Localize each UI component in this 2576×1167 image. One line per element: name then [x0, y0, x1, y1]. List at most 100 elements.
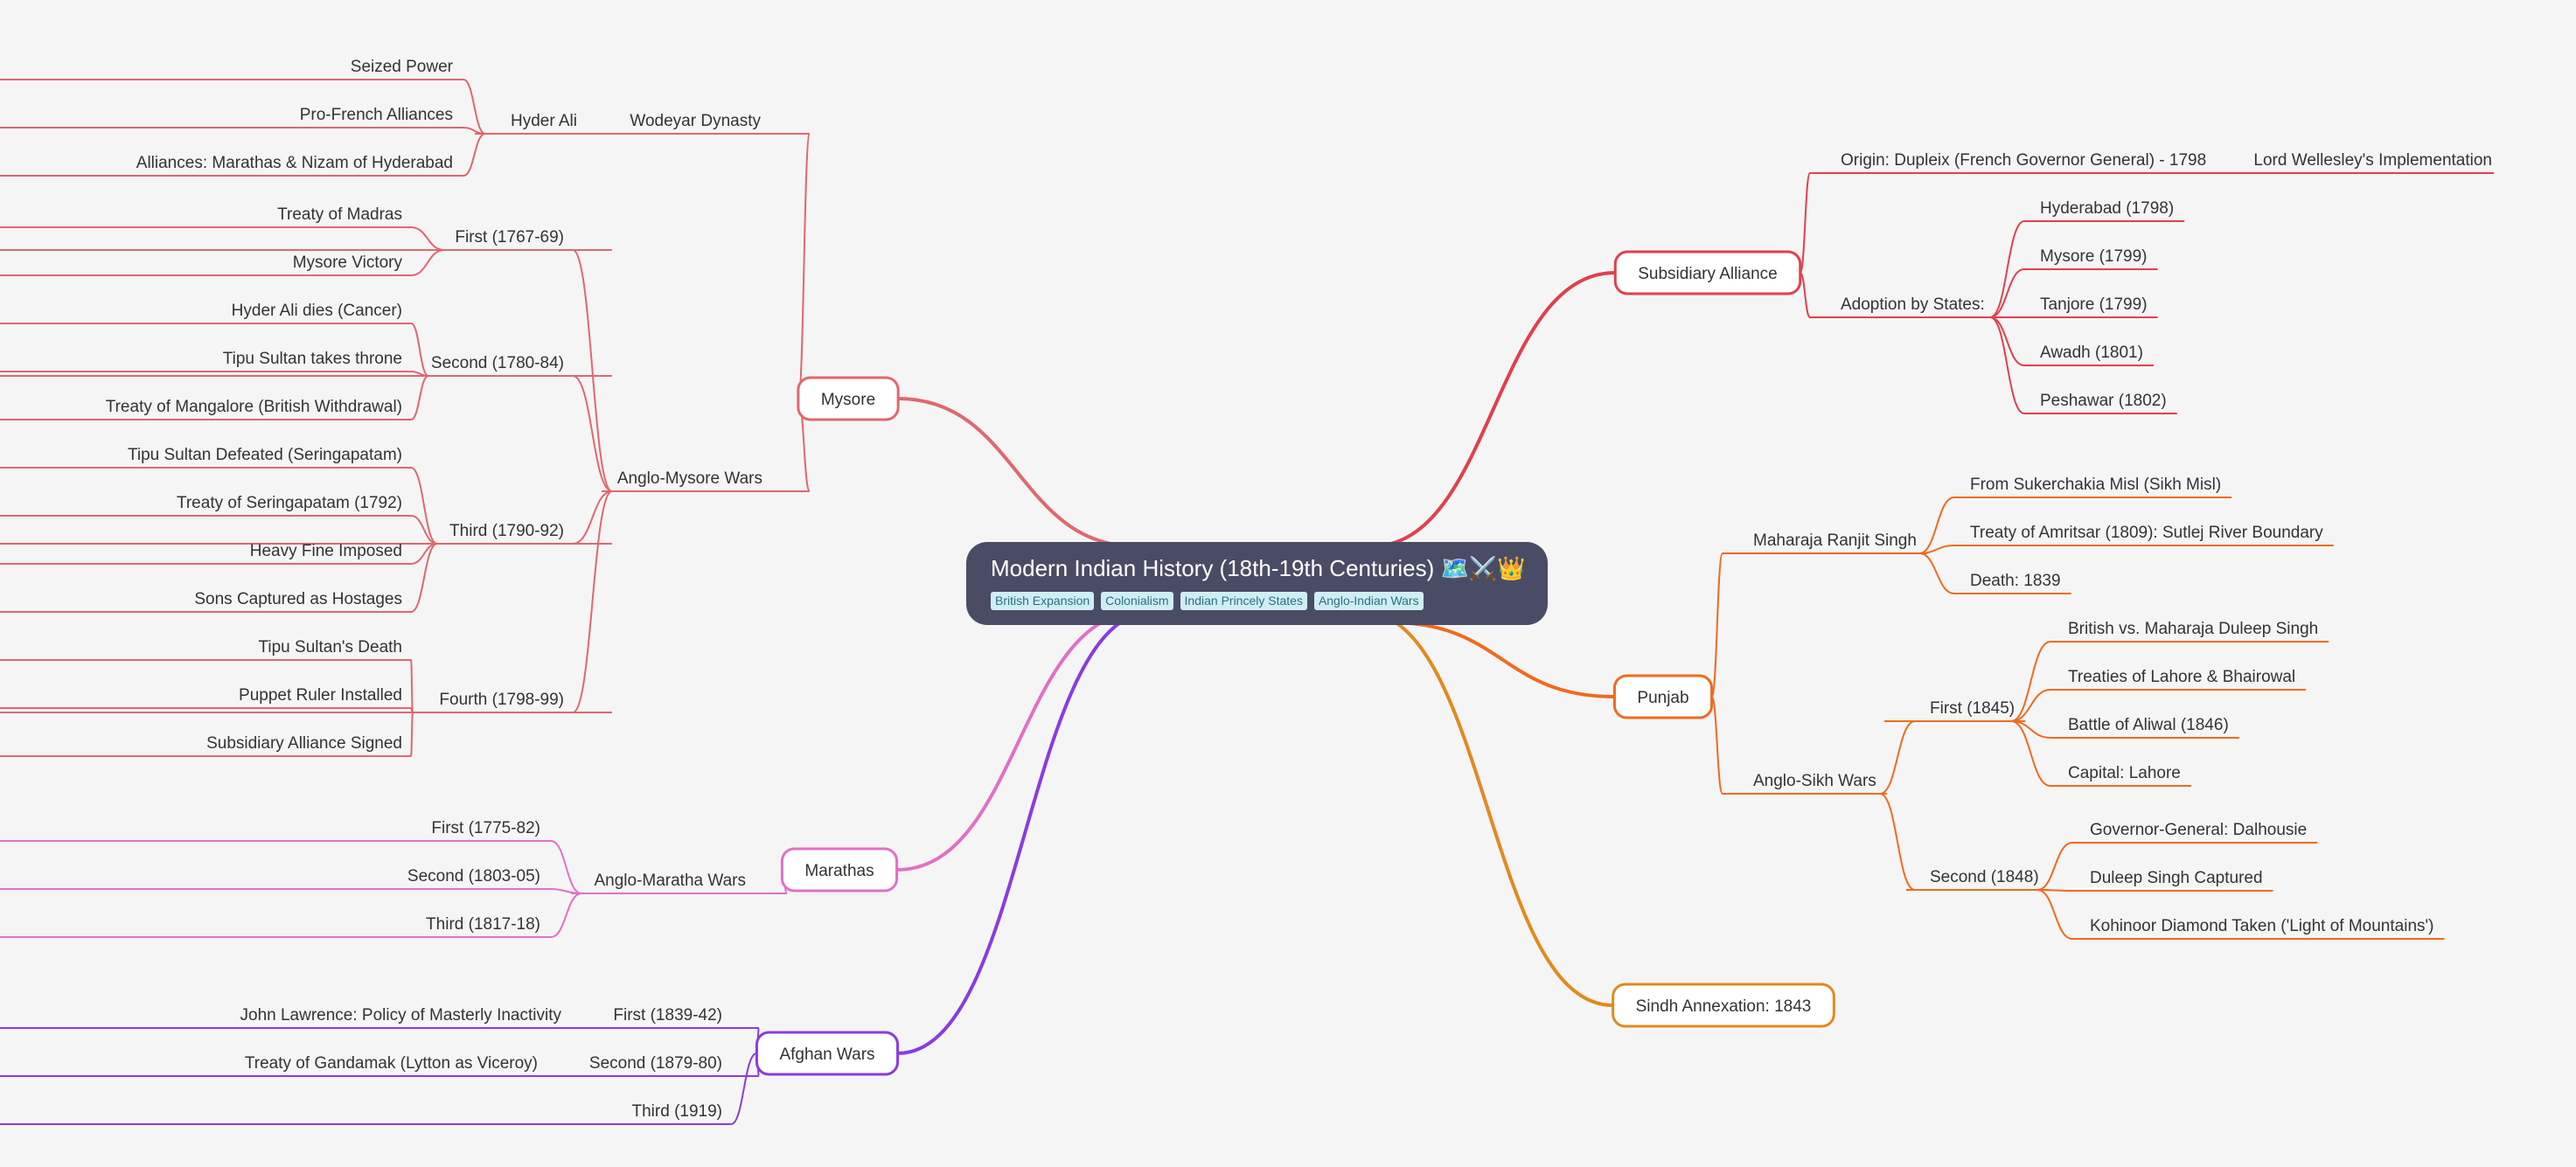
connector-line — [897, 610, 1153, 1055]
node-seized-power[interactable]: Seized Power — [351, 58, 454, 76]
connector-line — [1989, 316, 2025, 414]
node-puppet-ruler-installed[interactable]: Puppet Ruler Installed — [239, 686, 402, 705]
node-maharaja-ranjit-singh[interactable]: Maharaja Ranjit Singh — [1753, 531, 1917, 550]
node-treaty-of-madras[interactable]: Treaty of Madras — [277, 205, 402, 224]
node-john-lawrence[interactable]: John Lawrence: Policy of Masterly Inacti… — [240, 1006, 562, 1025]
node-anglo-sikh-wars[interactable]: Anglo-Sikh Wars — [1753, 772, 1876, 790]
node-third-1790-92[interactable]: Third (1790-92) — [449, 522, 564, 540]
node-battle-of-aliwal-1846[interactable]: Battle of Aliwal (1846) — [2068, 716, 2229, 734]
node-hyder-ali[interactable]: Hyder Ali — [511, 112, 577, 130]
branch-box[interactable] — [1612, 983, 1835, 1028]
node-mysore-1799[interactable]: Mysore (1799) — [2040, 247, 2148, 266]
tag-british-expansion[interactable]: British Expansion — [991, 592, 1095, 610]
node-first-1845[interactable]: First (1845) — [1930, 699, 2015, 718]
branch-box[interactable] — [1613, 250, 1802, 295]
node-treaty-of-seringapatam-1792[interactable]: Treaty of Seringapatam (1792) — [177, 494, 402, 512]
connector-line — [1989, 220, 2025, 318]
tag-colonialism[interactable]: Colonialism — [1101, 592, 1173, 610]
connector-line — [1710, 696, 1723, 795]
node-tipu-sultan-takes-throne[interactable]: Tipu Sultan takes throne — [223, 350, 402, 368]
connector-line — [410, 712, 414, 757]
node-awadh-1801[interactable]: Awadh (1801) — [2040, 344, 2143, 362]
connector-line — [410, 467, 438, 545]
tag-anglo-indian-wars[interactable]: Anglo-Indian Wars — [1313, 592, 1424, 610]
node-from-sukerchakia-misl-sikh-misl[interactable]: From Sukerchakia Misl (Sikh Misl) — [1970, 476, 2221, 494]
node-duleep-singh-captured[interactable]: Duleep Singh Captured — [2090, 869, 2263, 887]
node-peshawar-1802[interactable]: Peshawar (1802) — [2040, 392, 2167, 410]
node-anglo-mysore-wars[interactable]: Anglo-Mysore Wars — [617, 469, 762, 488]
connector-line — [1918, 497, 1955, 554]
branch-sindh-annexation-1843[interactable]: Sindh Annexation: 1843 — [1636, 997, 1812, 1016]
connector-line — [1989, 268, 2025, 318]
connector-line — [898, 397, 1138, 548]
connector-line — [1879, 793, 1916, 891]
node-tipu-sultan-s-death[interactable]: Tipu Sultan's Death — [258, 638, 402, 656]
node-origin-dupleix-french-governor-general-1798[interactable]: Origin: Dupleix (French Governor General… — [1841, 151, 2206, 170]
root-tags: British Expansion Colonialism Indian Pri… — [991, 592, 1523, 610]
node-treaty-of-mangalore-british-withdrawal[interactable]: Treaty of Mangalore (British Withdrawal) — [106, 398, 402, 416]
connector-line — [1710, 552, 1723, 698]
connector-line — [2036, 842, 2073, 891]
node-first-1775-82[interactable]: First (1775-82) — [431, 819, 540, 837]
node-third-1919[interactable]: Third (1919) — [632, 1102, 723, 1121]
node-treaty-of-gandamak[interactable]: Treaty of Gandamak (Lytton as Viceroy) — [245, 1054, 538, 1073]
node-governor-general-dalhousie[interactable]: Governor-General: Dalhousie — [2090, 821, 2307, 839]
node-tanjore-1799[interactable]: Tanjore (1799) — [2040, 295, 2148, 314]
node-sons-captured-as-hostages[interactable]: Sons Captured as Hostages — [194, 590, 402, 608]
node-second-1879-80[interactable]: Second (1879-80) — [589, 1054, 722, 1073]
node-first-1767-69[interactable]: First (1767-69) — [455, 228, 564, 247]
root-node[interactable]: Modern Indian History (18th-19th Centuri… — [966, 542, 1548, 625]
connector-line — [410, 543, 438, 613]
branch-mysore[interactable]: Mysore — [821, 391, 875, 409]
connector-line — [550, 893, 582, 938]
node-second-1848[interactable]: Second (1848) — [1930, 868, 2039, 886]
connector-line — [572, 490, 613, 545]
node-treaties-of-lahore-bhairowal[interactable]: Treaties of Lahore & Bhairowal — [2068, 668, 2295, 686]
connector-line — [572, 375, 613, 492]
connector-line — [1918, 545, 1955, 554]
node-heavy-fine-imposed[interactable]: Heavy Fine Imposed — [250, 542, 402, 560]
node-treaty-of-amritsar-1809-sutlej-river-boundary[interactable]: Treaty of Amritsar (1809): Sutlej River … — [1970, 524, 2323, 542]
node-first-1839-42[interactable]: First (1839-42) — [613, 1006, 722, 1025]
branch-box[interactable] — [797, 376, 900, 421]
node-mysore-victory[interactable]: Mysore Victory — [293, 254, 403, 272]
node-hyderabad-1798[interactable]: Hyderabad (1798) — [2040, 199, 2174, 218]
node-tipu-sultan-defeated-seringapatam[interactable]: Tipu Sultan Defeated (Seringapatam) — [128, 446, 402, 464]
node-alliances-marathas-nizam-of-hyderabad[interactable]: Alliances: Marathas & Nizam of Hyderabad — [136, 154, 453, 172]
node-kohinoor-diamond-taken-light-of-mountains[interactable]: Kohinoor Diamond Taken ('Light of Mounta… — [2090, 917, 2433, 935]
connector-line — [1370, 271, 1616, 548]
root-title: Modern Indian History (18th-19th Centuri… — [991, 555, 1526, 581]
connector-line — [1799, 172, 1811, 274]
node-capital-lahore[interactable]: Capital: Lahore — [2068, 764, 2181, 782]
connector-line — [572, 249, 613, 492]
node-death-1839[interactable]: Death: 1839 — [1970, 572, 2061, 590]
node-second-1803-05[interactable]: Second (1803-05) — [407, 867, 540, 886]
node-wodeyar-dynasty[interactable]: Wodeyar Dynasty — [630, 112, 761, 130]
node-pro-french-alliances[interactable]: Pro-French Alliances — [300, 106, 453, 124]
connector-line — [1918, 552, 1955, 594]
node-anglo-maratha-wars[interactable]: Anglo-Maratha Wars — [594, 872, 746, 890]
connector-line — [410, 249, 445, 276]
branch-afghan-wars[interactable]: Afghan Wars — [779, 1045, 874, 1064]
branch-box[interactable] — [1612, 674, 1714, 719]
branch-subsidiary-alliance[interactable]: Subsidiary Alliance — [1638, 265, 1777, 283]
connector-line — [730, 1052, 757, 1125]
node-third-1817-18[interactable]: Third (1817-18) — [426, 915, 540, 934]
node-second-1780-84[interactable]: Second (1780-84) — [431, 354, 564, 372]
branch-box[interactable] — [780, 847, 899, 893]
connector-line — [410, 659, 414, 713]
branch-box[interactable] — [755, 1031, 900, 1076]
node-british-vs-maharaja-duleep-singh[interactable]: British vs. Maharaja Duleep Singh — [2068, 620, 2318, 638]
branch-punjab[interactable]: Punjab — [1637, 689, 1688, 707]
connector-line — [410, 323, 429, 377]
connector-line — [2010, 689, 2051, 722]
branch-marathas[interactable]: Marathas — [804, 862, 874, 880]
connector-line — [2010, 720, 2051, 787]
connector-line — [1879, 720, 1916, 795]
node-adoption-by-states[interactable]: Adoption by States: — [1841, 295, 1985, 314]
node-hyder-ali-dies-cancer[interactable]: Hyder Ali dies (Cancer) — [232, 302, 402, 320]
node-lord-wellesley[interactable]: Lord Wellesley's Implementation — [2253, 151, 2492, 170]
node-fourth-1798-99[interactable]: Fourth (1798-99) — [439, 691, 564, 709]
tag-indian-princely-states[interactable]: Indian Princely States — [1180, 592, 1307, 610]
node-subsidiary-alliance-signed[interactable]: Subsidiary Alliance Signed — [206, 734, 402, 753]
